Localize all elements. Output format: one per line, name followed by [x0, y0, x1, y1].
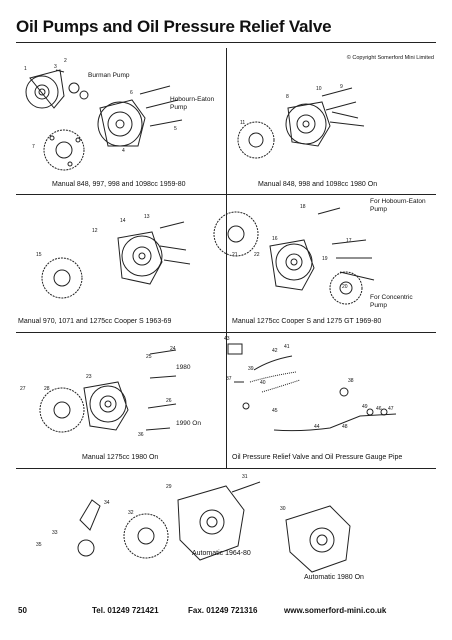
caption-panel-2: Manual 848, 998 and 1098cc 1980 On: [258, 181, 378, 188]
part-number-12: 12: [92, 228, 98, 234]
label-burman-pump: Burman Pump: [88, 72, 130, 79]
part-number-18: 18: [300, 204, 306, 210]
grid-divider-vertical: [226, 48, 227, 468]
gasket-illustration: [43, 129, 85, 171]
part-number-23: 23: [86, 374, 92, 380]
part-number-38: 38: [348, 378, 354, 384]
part-number-29: 29: [166, 484, 172, 490]
footer-phone: Tel. 01249 721421: [92, 606, 159, 615]
label-hobourn-eaton-pump: Hobourn-Eaton Pump: [170, 96, 214, 112]
part-number-11: 11: [240, 120, 246, 126]
manual-1980-on-pump-illustration: [39, 349, 177, 433]
copyright-notice: © Copyright Somerford Mini Limited: [346, 55, 434, 61]
part-number-1: 1: [24, 66, 27, 72]
automatic-1964-80-pump-illustration: [77, 481, 261, 561]
label-forhob-line1: For Hobourn-Eaton: [370, 198, 426, 205]
caption-panel-4: Manual 1275cc Cooper S and 1275 GT 1969-…: [232, 318, 382, 325]
part-number-13: 13: [144, 214, 150, 220]
part-number-49: 49: [362, 404, 368, 410]
part-number-22: 22: [254, 252, 260, 258]
label-for-hobourn-eaton: For Hobourn-Eaton Pump: [370, 198, 426, 214]
footer-fax: Fax. 01249 721316: [188, 606, 258, 615]
part-number-33: 33: [52, 530, 58, 536]
cooper-s-pump-illustration: [41, 221, 191, 299]
part-number-26: 26: [166, 398, 172, 404]
grid-divider-row1: [16, 194, 436, 195]
page-number: 50: [18, 606, 27, 615]
part-number-4: 4: [122, 148, 125, 154]
cooper-s-gt-pump-illustration: [213, 207, 375, 305]
part-number-5: 5: [174, 126, 177, 132]
part-number-31: 31: [242, 474, 248, 480]
caption-panel-5: Manual 1275cc 1980 On: [82, 454, 159, 461]
part-number-36: 36: [138, 432, 144, 438]
part-number-20: 20: [342, 284, 348, 290]
part-number-8: 8: [286, 94, 289, 100]
label-forcon-line1: For Concentric: [370, 294, 413, 301]
part-number-35: 35: [36, 542, 42, 548]
part-number-15: 15: [36, 252, 42, 258]
label-forhob-line2: Pump: [370, 206, 387, 213]
part-number-39: 39: [248, 366, 254, 372]
pump-1980-on-illustration: [237, 87, 365, 159]
oil-gauge-pipe-illustration: [273, 387, 397, 432]
bolts-panel1: [55, 69, 183, 127]
part-number-9: 9: [340, 84, 343, 90]
automatic-1980-on-pump-illustration: [285, 505, 351, 573]
title-rule: [16, 42, 436, 43]
part-number-24: 24: [170, 346, 176, 352]
part-number-42: 42: [272, 348, 278, 354]
label-forcon-line2: Pump: [370, 302, 387, 309]
caption-panel-6: Oil Pressure Relief Valve and Oil Pressu…: [232, 454, 403, 461]
part-number-16: 16: [272, 236, 278, 242]
part-number-37: 37: [226, 376, 232, 382]
part-number-40: 40: [260, 380, 266, 386]
caption-panel-3: Manual 970, 1071 and 1275cc Cooper S 196…: [18, 318, 172, 325]
part-number-19: 19: [322, 256, 328, 262]
caption-panel-1: Manual 848, 997, 998 and 1098cc 1959-80: [52, 181, 186, 188]
part-number-21: 21: [232, 252, 238, 258]
part-number-14: 14: [120, 218, 126, 224]
part-number-45: 45: [272, 408, 278, 414]
relief-valve-illustration: [227, 343, 301, 410]
label-for-concentric: For Concentric Pump: [370, 294, 413, 310]
part-number-7: 7: [32, 144, 35, 150]
part-number-48: 48: [342, 424, 348, 430]
part-number-25: 25: [146, 354, 152, 360]
grid-divider-row3: [16, 468, 436, 469]
part-number-43: 43: [224, 336, 230, 342]
caption-panel-8: Automatic 1980 On: [304, 574, 364, 581]
label-1980: 1980: [176, 364, 191, 371]
hobourn-eaton-pump-illustration: [97, 99, 146, 147]
caption-panel-7: Automatic 1964-80: [192, 550, 251, 557]
part-number-6: 6: [130, 90, 133, 96]
page-title: Oil Pumps and Oil Pressure Relief Valve: [16, 17, 332, 36]
part-number-32: 32: [128, 510, 134, 516]
part-number-41: 41: [284, 344, 290, 350]
part-number-28: 28: [44, 386, 50, 392]
label-hobourn-line1: Hobourn-Eaton: [170, 96, 215, 103]
part-number-10: 10: [316, 86, 322, 92]
label-1990-on: 1990 On: [176, 420, 201, 427]
part-number-46: 46: [376, 406, 382, 412]
grid-divider-row2: [16, 332, 436, 333]
part-number-34: 34: [104, 500, 110, 506]
footer-website: www.somerford-mini.co.uk: [284, 606, 387, 615]
part-number-30: 30: [280, 506, 286, 512]
part-number-2: 2: [64, 58, 67, 64]
part-number-44: 44: [314, 424, 320, 430]
burman-pump-illustration: [25, 69, 89, 109]
label-hobourn-line2: Pump: [170, 104, 187, 111]
part-number-27: 27: [20, 386, 26, 392]
part-number-3: 3: [54, 64, 57, 70]
part-number-17: 17: [346, 238, 352, 244]
part-number-47: 47: [388, 406, 394, 412]
